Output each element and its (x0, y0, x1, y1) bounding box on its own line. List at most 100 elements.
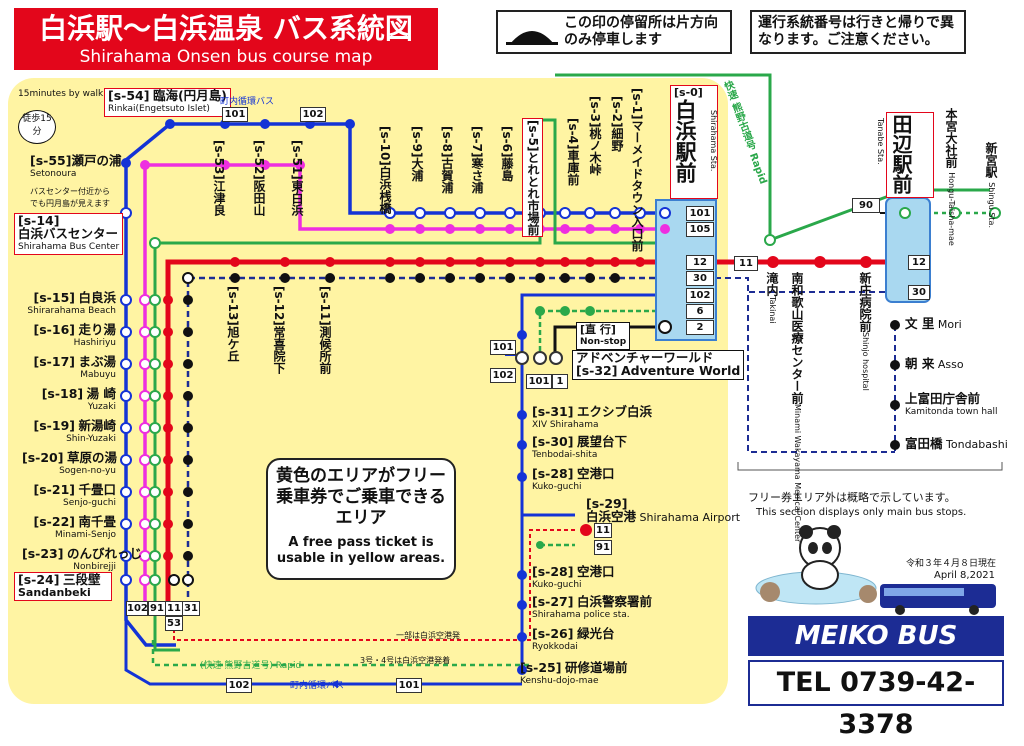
stop-name: とれとれ市場前 (526, 151, 540, 236)
stop-s1: [s-1]マーメイドタウン入口前 (630, 88, 644, 252)
stop-code: [s-3] (588, 96, 602, 128)
stop-en: Nonbirejji (73, 562, 116, 572)
oneway-note: この印の停留所は片方向のみ停車します (496, 10, 732, 54)
stop-code: [s-16] (33, 322, 75, 337)
stop-tondabashi: 富田橋 Tondabashi (905, 436, 1008, 451)
walk-note: 15minutes by walk (18, 89, 104, 99)
bottom-circular-label: 町内循環バス (290, 681, 345, 691)
side-101-box: 101 (490, 340, 516, 355)
stop-en: Mabuyu (80, 370, 116, 380)
stop-s54: [s-54] 臨海(円月島)Rinkai(Engetsuto Islet) (104, 88, 231, 117)
route-2-box: 2 (686, 320, 714, 335)
route-number-note-text: 運行系統番号は行きと帰りで異なります。ご注意ください。 (758, 15, 954, 48)
stop-name: 南千畳 (78, 514, 116, 529)
stop-en: Ryokkodai (532, 642, 578, 652)
panda-onsen-illustration (755, 525, 877, 605)
route-105-box: 105 (686, 222, 714, 237)
date-en: April 8,2021 (934, 570, 996, 581)
stop-s5: [s-5]とれとれ市場前 (522, 118, 543, 238)
tanabe-station-name: 田辺駅前 (889, 114, 913, 194)
stop-en: Tondabashi (946, 438, 1008, 451)
company-tel: TEL 0739-42-3378 (748, 660, 1004, 740)
stop-s9: [s-9]大浦 (410, 126, 424, 182)
stop-en: Hashiriyu (73, 338, 116, 348)
stop-name: 細野 (610, 127, 624, 152)
stop-name: 車庫前 (566, 149, 580, 186)
route-12-box: 12 (686, 255, 714, 270)
title-banner: 白浜駅〜白浜温泉 バス系統図 Shirahama Onsen bus cours… (14, 8, 438, 70)
stop-name: 富田橋 (905, 436, 943, 451)
stop-code: [s-19] (33, 418, 75, 433)
stop-code: [s-7] (470, 126, 484, 158)
stop-name: 新湯崎 (78, 418, 116, 433)
airport-11-box: 11 (594, 523, 612, 538)
stop-name: 藤島 (500, 157, 514, 182)
stop-name: 新庄病院前 (858, 272, 872, 332)
page-title: 白浜駅〜白浜温泉 バス系統図 (39, 12, 413, 45)
stop-name: 上富田庁舎前 (905, 391, 981, 406)
stop-code: [s-21] (33, 482, 75, 497)
stop-code: [s-31] (532, 404, 574, 419)
stop-name: 白浜桟橋 (378, 165, 392, 214)
stop-name: マーメイドタウン入口前 (630, 119, 644, 252)
stop-code: [s-54] (108, 88, 150, 103)
stop-code: [s-22] (33, 514, 75, 529)
stop-name: 大浦 (410, 157, 424, 182)
stop-name: 測候所前 (318, 325, 332, 374)
route-30-box: 30 (686, 271, 714, 286)
stop-name: 千畳口 (78, 482, 116, 497)
stop-en: Kamitonda town hall (905, 407, 998, 417)
stop-en: Asso (937, 358, 964, 371)
station-code: [s-0] (674, 86, 703, 99)
shirahama-station-label: [s-0] 白浜駅前 (670, 85, 718, 199)
stop-name: 三段壁 (62, 572, 101, 587)
stop-s4: [s-4]車庫前 (566, 118, 580, 186)
stop-code: [s-53] (212, 140, 226, 180)
stop-name: 瀬戸の浦 (71, 153, 122, 168)
stop-en: Kenshu-dojo-mae (520, 676, 599, 686)
side-102-box: 102 (490, 368, 516, 383)
stop-code: [s-5] (526, 120, 540, 152)
stop-code: [s-55] (30, 153, 72, 168)
stop-code: [s-17] (33, 354, 75, 369)
stop-en: Kuko-guchi (532, 580, 582, 590)
stop-en: Sandanbeki (18, 586, 91, 599)
stop-mori: 文 里 Mori (905, 316, 962, 331)
hongu-en: Hongu-Taisha-mae (947, 172, 956, 246)
free-pass-jp: 黄色のエリアがフリー乗車券でご乗車できるエリア (276, 466, 446, 528)
stop-name: のんびれっじ (66, 546, 142, 561)
tanabe-30-box: 30 (908, 285, 930, 300)
stop-code: [s-28] (532, 564, 574, 579)
stop-en: Shirahama police sta. (532, 610, 630, 620)
stop-s2: [s-2]細野 (610, 96, 624, 152)
airport-departure-note: 3号・4号は白浜空港発着 (360, 656, 451, 665)
stop-name: 桃ノ木峠 (588, 127, 602, 176)
stop-s13: [s-13]旭ケ丘 (226, 286, 240, 362)
bottom-31-box: 31 (182, 601, 200, 616)
stop-name: 空港口 (576, 564, 615, 579)
outside-area-note-jp: フリー券エリア外は概略で示しています。 (748, 491, 956, 504)
stop-s6: [s-6]藤島 (500, 126, 514, 182)
stop-s52: [s-52]阪田山 (252, 140, 266, 216)
stop-code: [s-9] (410, 126, 424, 158)
shingu-stop: 新宮駅 Shingu Sta. (984, 142, 998, 228)
stop-code: [s-11] (318, 286, 332, 326)
shirahama-station-en: Shirahama Sta. (709, 110, 718, 172)
nonstop-en: Non-stop (580, 337, 627, 347)
route-11-box: 11 (734, 256, 758, 271)
route-102-box: 102 (686, 288, 714, 303)
bottom-91-box: 91 (148, 601, 166, 616)
stop-s53: [s-53]江津良 (212, 140, 226, 216)
stop-name: 文 里 (905, 316, 935, 331)
nonstop-label: [直 行]Non-stop (576, 322, 631, 350)
shingu-name: 新宮駅 (984, 142, 998, 178)
